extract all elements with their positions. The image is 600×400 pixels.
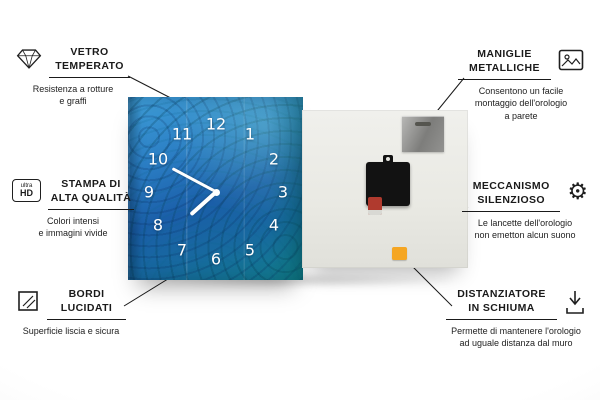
clock-numeral: 7: [176, 240, 188, 260]
ultra-hd-icon: ultra HD: [12, 179, 41, 202]
clock-numeral: 2: [268, 149, 280, 169]
foam-spacer: [392, 247, 407, 260]
callout-title: BORDI LUCIDATI: [47, 288, 126, 321]
clock-numeral: 10: [147, 149, 169, 169]
callout-subtitle: Consentono un facile montaggio dell'orol…: [474, 86, 568, 121]
callout-title: VETRO TEMPERATO: [49, 46, 130, 79]
clock-front-panel: 12 1 2 3 4 5 6 7 8 9 10 11: [128, 97, 303, 280]
picture-frame-icon: [558, 49, 584, 71]
clock-numeral: 4: [268, 215, 280, 235]
clock-numeral: 12: [205, 114, 227, 134]
callout-title: MANIGLIE METALLICHE: [458, 48, 551, 81]
clock-numeral: 3: [277, 182, 289, 202]
clock-center-cap: [212, 188, 220, 196]
battery: [368, 197, 382, 215]
clock-numeral: 1: [244, 124, 256, 144]
polished-edge-icon: [16, 289, 40, 313]
callout-bordi-lucidati: BORDI LUCIDATI Superficie liscia e sicur…: [16, 288, 126, 337]
clock-numeral: 5: [244, 240, 256, 260]
callout-vetro-temperato: VETRO TEMPERATO Resistenza a rotture e g…: [16, 46, 130, 108]
callout-title: DISTANZIATORE IN SCHIUMA: [446, 288, 557, 321]
callout-subtitle: Permette di mantenere l'orologio ad ugua…: [451, 326, 581, 349]
callout-title: MECCANISMO SILENZIOSO: [462, 180, 561, 213]
callout-subtitle: Superficie liscia e sicura: [22, 326, 120, 337]
metal-hanger-plate: [402, 116, 444, 152]
callout-subtitle: Resistenza a rotture e graffi: [32, 84, 114, 107]
callout-subtitle: Colori intensi e immagini vivide: [38, 216, 108, 239]
gear-icon: ⚙: [567, 179, 588, 205]
diamond-icon: [16, 47, 42, 71]
clock-numeral: 8: [152, 215, 164, 235]
clock-back-panel: [302, 110, 468, 268]
callout-maniglie-metalliche: MANIGLIE METALLICHE Consentono un facile…: [458, 48, 584, 122]
clock-minute-hand: [171, 167, 217, 194]
callout-stampa-alta-qualita: ultra HD STAMPA DI ALTA QUALITÀ Colori i…: [12, 178, 134, 240]
callout-subtitle: Le lancette dell'orologio non emetton al…: [474, 218, 576, 241]
spacer-icon: [564, 289, 586, 315]
clock-numeral: 9: [143, 182, 155, 202]
callout-title: STAMPA DI ALTA QUALITÀ: [48, 178, 134, 211]
callout-distanziatore-schiuma: DISTANZIATORE IN SCHIUMA Permette di man…: [446, 288, 586, 350]
mechanism-hook: [383, 155, 393, 163]
clock-numeral: 11: [171, 124, 193, 144]
clock-mechanism: [366, 155, 410, 215]
clock-numeral: 6: [210, 249, 222, 269]
callout-meccanismo-silenzioso: ⚙ MECCANISMO SILENZIOSO Le lancette dell…: [462, 180, 588, 242]
